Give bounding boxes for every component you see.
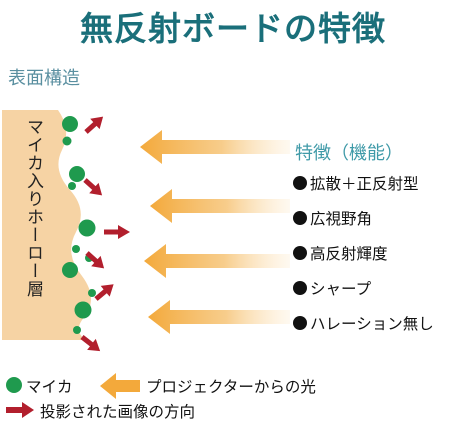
- feature-item: 広視野角: [293, 207, 372, 229]
- features-title: 特徴（機能）: [295, 143, 403, 164]
- projector-light-arrows: [140, 130, 290, 334]
- mica-particle: [62, 262, 78, 278]
- mica-particle: [74, 301, 92, 319]
- mica-particle: [62, 116, 78, 132]
- mica-particle: [72, 245, 80, 253]
- mica-particle: [68, 182, 76, 190]
- mica-particle: [69, 166, 85, 182]
- mica-particle: [88, 289, 96, 297]
- light-arrow-3: [144, 244, 290, 278]
- mica-particle: [62, 136, 72, 146]
- mica-particle: [73, 326, 81, 334]
- direction-arrow: [84, 116, 104, 134]
- feature-label: 高反射輝度: [310, 245, 388, 263]
- bullet-icon: [293, 246, 307, 260]
- section-subtitle: 表面構造: [8, 68, 80, 89]
- enamel-layer-label: マイカ入りホーロー層: [23, 118, 43, 298]
- projected-direction-arrows: [80, 116, 130, 352]
- light-arrow-4: [148, 300, 290, 334]
- feature-label: 拡散＋正反射型: [310, 175, 419, 193]
- direction-arrow: [94, 284, 114, 301]
- light-arrow-2: [150, 189, 290, 223]
- feature-item: ハレーション無し: [293, 312, 434, 334]
- legend-direction-arrow-icon: [6, 402, 34, 418]
- direction-arrow: [83, 178, 103, 196]
- page-title: 無反射ボードの特徴: [80, 9, 386, 48]
- feature-item: シャープ: [293, 277, 371, 299]
- feature-label: ハレーション無し: [310, 315, 434, 333]
- light-arrow-1: [140, 130, 290, 164]
- direction-arrow: [80, 335, 101, 352]
- enamel-layer: [2, 110, 91, 340]
- mica-particle: [78, 219, 96, 237]
- bullet-icon: [293, 211, 307, 225]
- legend-light-arrow-icon: [100, 373, 140, 399]
- feature-label: 広視野角: [310, 210, 373, 228]
- feature-item: 拡散＋正反射型: [293, 172, 419, 194]
- legend-mica-icon: [6, 377, 22, 393]
- direction-arrow: [104, 225, 130, 239]
- legend-light-label: プロジェクターからの光: [146, 378, 316, 396]
- bullet-icon: [293, 281, 307, 295]
- legend-direction-label: 投影された画像の方向: [40, 403, 196, 421]
- direction-arrow: [85, 251, 105, 269]
- bullet-icon: [293, 176, 307, 190]
- feature-item: 高反射輝度: [293, 242, 388, 264]
- feature-label: シャープ: [310, 280, 372, 298]
- legend-mica-label: マイカ: [26, 378, 73, 396]
- mica-particles: [62, 116, 96, 334]
- bullet-icon: [293, 316, 307, 330]
